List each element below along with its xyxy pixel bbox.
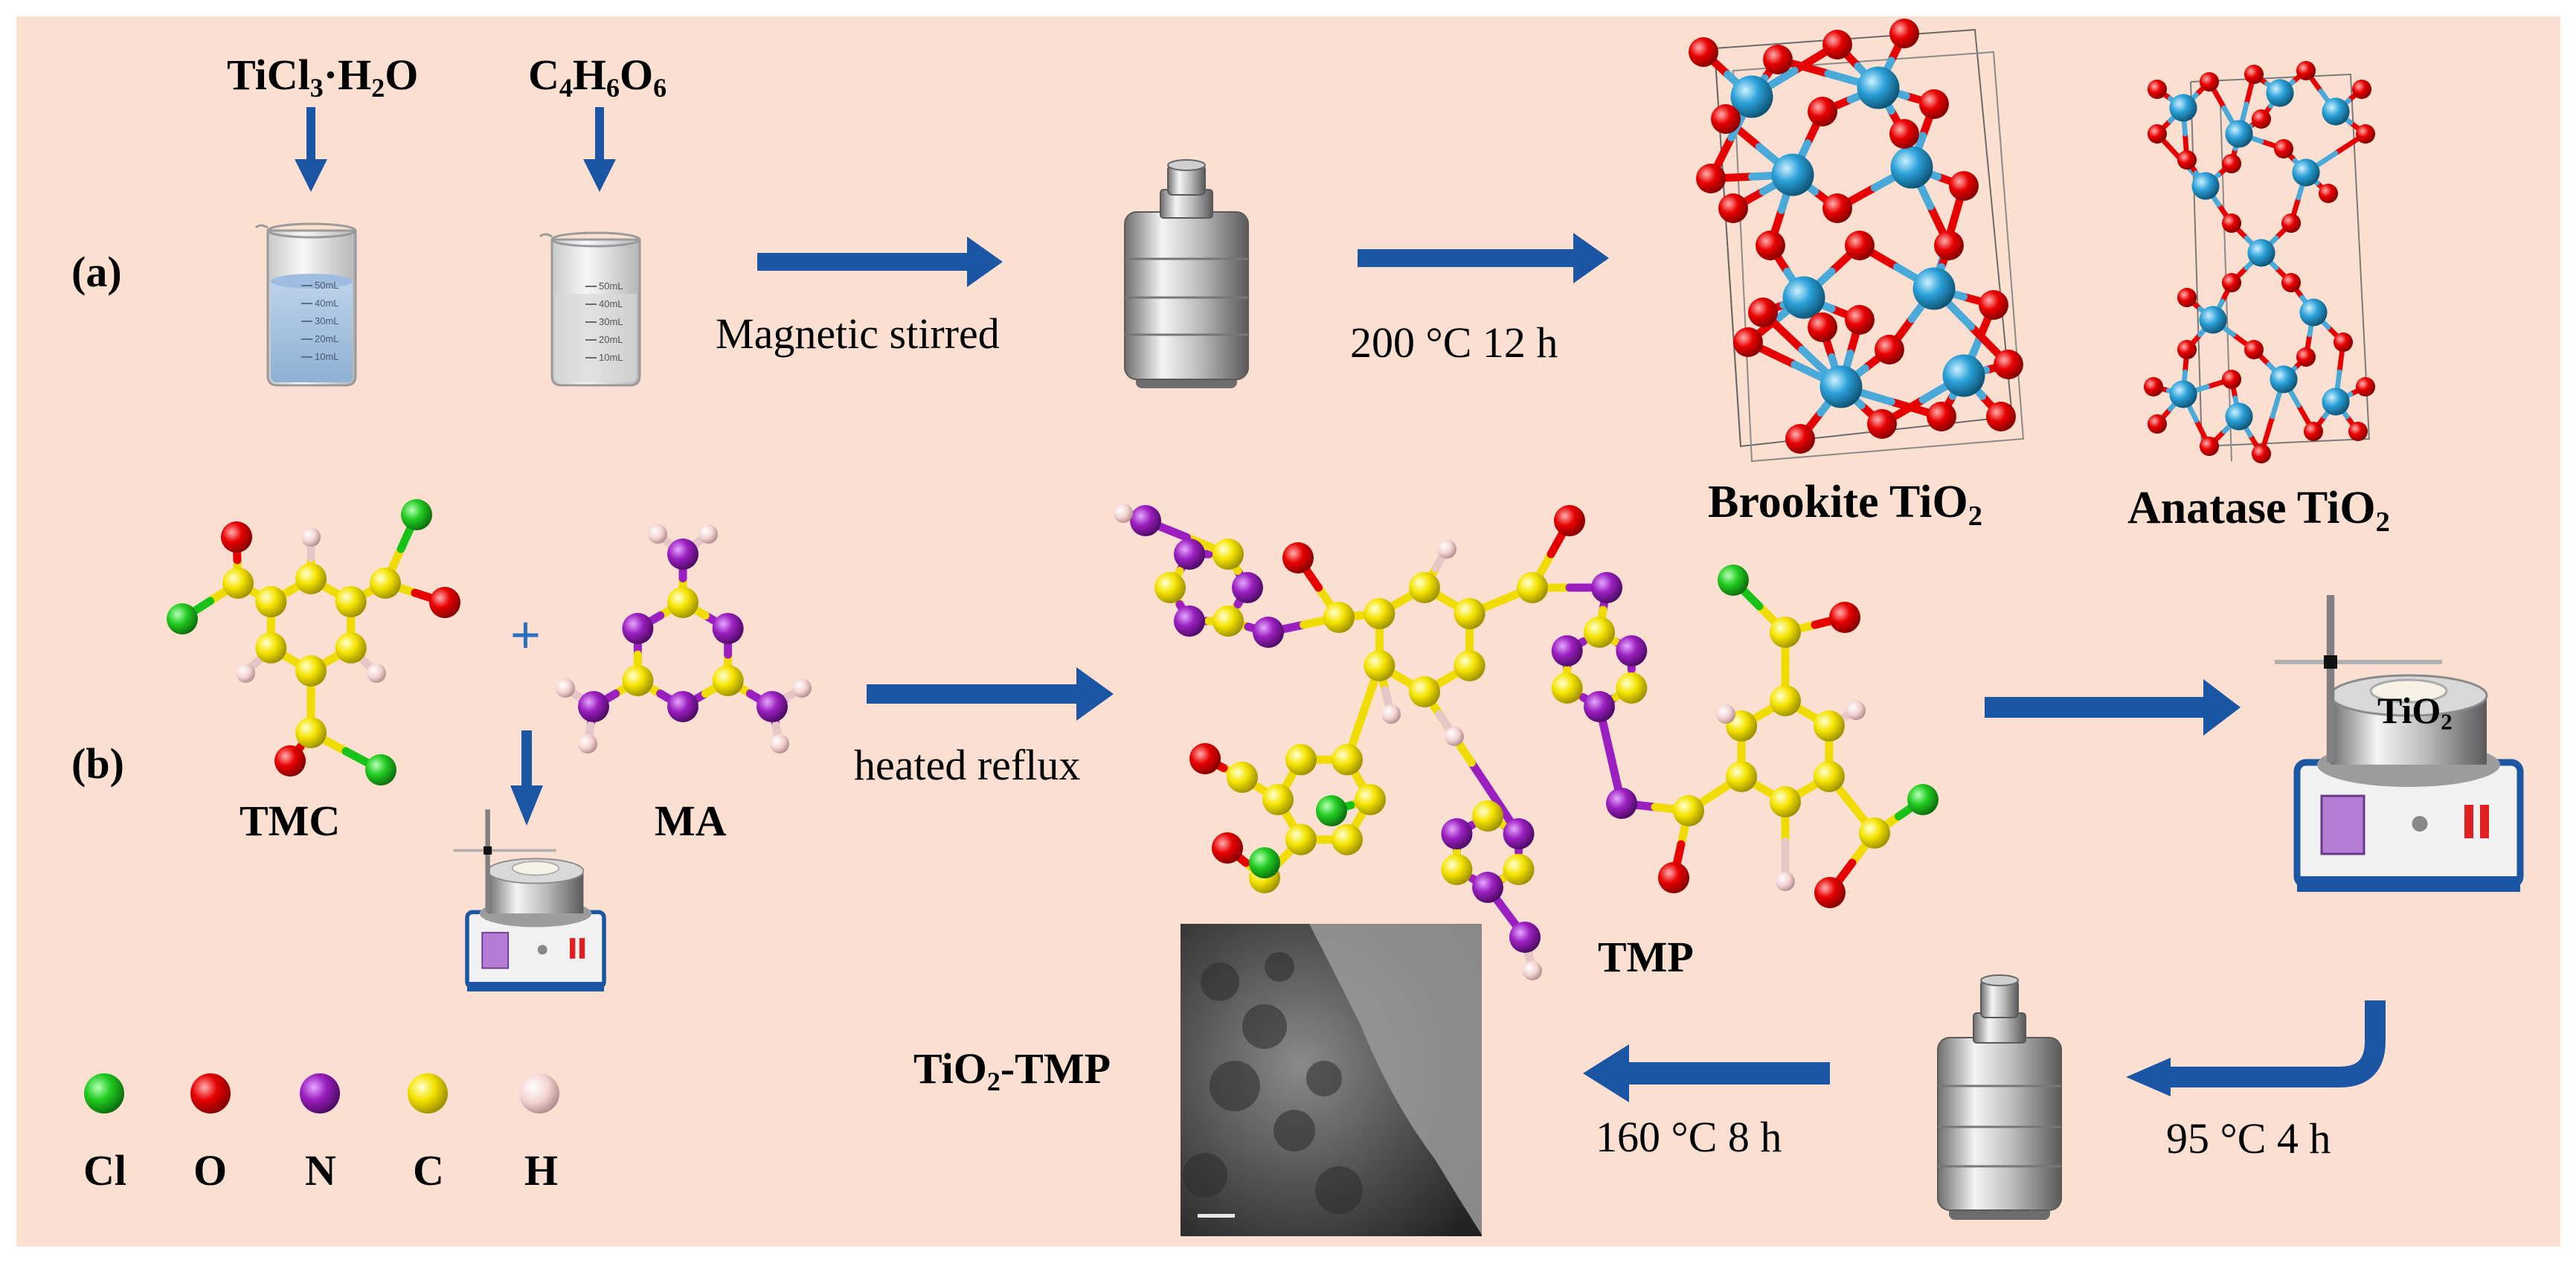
step-200c-12h: 200 °C 12 h: [1350, 318, 1558, 367]
plus-sign: +: [510, 605, 541, 663]
autoclave-2: [1937, 974, 2062, 1220]
tmp-label: TMP: [1598, 933, 1694, 981]
arrow-heated-reflux: [867, 667, 1114, 721]
step-heated-reflux: heated reflux: [854, 741, 1081, 789]
tmc-down-arrow: [510, 730, 543, 826]
brookite-label: Brookite TiO2: [1708, 477, 1982, 532]
reagent-ticl3-label: TiCl3·H2O: [227, 51, 419, 103]
step-95c-4h: 95 °C 4 h: [2166, 1114, 2331, 1163]
beaker-2: [539, 231, 641, 387]
panel-b-tag: (b): [71, 739, 124, 788]
anatase-label: Anatase TiO2: [2127, 483, 2390, 538]
ma-label: MA: [655, 797, 727, 845]
tmc-molecule: [167, 499, 460, 785]
arrow-magnetic-stir: [757, 237, 1003, 287]
panel-a-tag: (a): [71, 248, 122, 296]
legend-label-n: N: [305, 1146, 336, 1195]
step-magnetic-stirred: Magnetic stirred: [716, 309, 1000, 358]
legend-label-c: C: [413, 1146, 444, 1195]
legend-label-cl: Cl: [83, 1146, 126, 1195]
reagent-tartaric-acid-label: C4H6O6: [528, 51, 667, 103]
legend-label-o: O: [193, 1146, 228, 1195]
legend-atoms: [84, 1073, 559, 1113]
heater-tio2-label: TiO2: [2377, 690, 2453, 735]
small-heater: [453, 809, 606, 992]
tmc-label: TMC: [240, 797, 341, 845]
step-160c-8h: 160 °C 8 h: [1596, 1113, 1782, 1161]
final-product-label: TiO2-TMP: [913, 1044, 1111, 1097]
tmp-molecule-cluster: [1114, 504, 1939, 980]
brookite-structure: [1689, 19, 2025, 463]
arrow-to-heater: [1985, 679, 2241, 736]
legend-label-h: H: [524, 1146, 559, 1195]
autoclave-1: [1124, 159, 1249, 388]
arrow-95c: [2126, 1000, 2386, 1096]
big-heater: [2275, 595, 2524, 892]
reagent2-down-arrow: [583, 107, 616, 192]
ma-molecule: [556, 524, 812, 753]
beaker-1: [254, 222, 357, 387]
arrow-200c: [1358, 233, 1609, 283]
tem-micrograph: [1181, 924, 1482, 1236]
arrow-160c: [1583, 1044, 1830, 1102]
anatase-structure: [2143, 60, 2376, 464]
reagent1-down-arrow: [295, 107, 327, 192]
